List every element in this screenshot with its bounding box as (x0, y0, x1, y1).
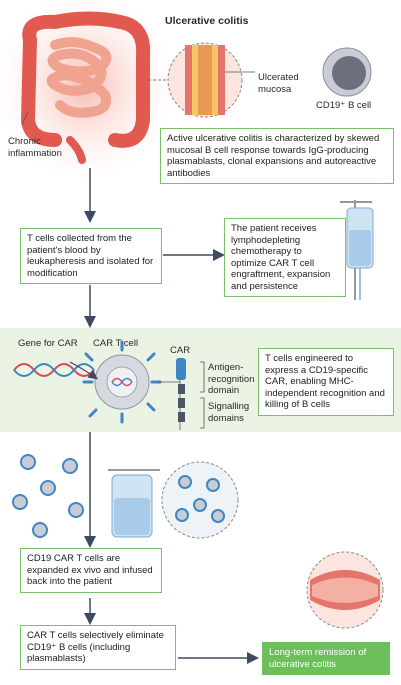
car-t-cell-label: CAR T cell (93, 338, 138, 350)
cd19-b-cell-label: CD19⁺ B cell (316, 100, 371, 112)
gene-for-car-label: Gene for CAR (18, 338, 78, 350)
mucosa-zoom (168, 43, 255, 117)
cd19-b-cell-icon (323, 48, 371, 96)
engineered-box: T cells engineered to express a CD19-spe… (258, 348, 394, 416)
t-cells-collected-box: T cells collected from the patient's blo… (20, 228, 162, 284)
page-title: Ulcerative colitis (165, 16, 248, 28)
expanded-box: CD19 CAR T cells are expanded ex vivo an… (20, 548, 162, 593)
signalling-domains-label: Signalling domains (208, 401, 249, 424)
lymphodepleting-box: The patient receives lymphodepleting che… (224, 218, 346, 297)
eliminate-box: CAR T cells selectively eliminate CD19⁺ … (20, 625, 176, 670)
car-label: CAR (170, 345, 190, 357)
antigen-domain-label: Antigen- recognition domain (208, 362, 254, 397)
iv-bag-middle-icon (108, 470, 160, 537)
healthy-colon-zoom (307, 552, 383, 628)
chronic-inflammation-label: Chronic inflammation (8, 136, 62, 159)
remission-box: Long-term remission of ulcerative coliti… (262, 642, 390, 675)
uc-description-box: Active ulcerative colitis is characteriz… (160, 128, 394, 184)
infused-cells-zoom (162, 462, 238, 538)
ulcerated-mucosa-label: Ulcerated mucosa (258, 72, 299, 95)
expanded-cells-cluster (13, 455, 83, 537)
